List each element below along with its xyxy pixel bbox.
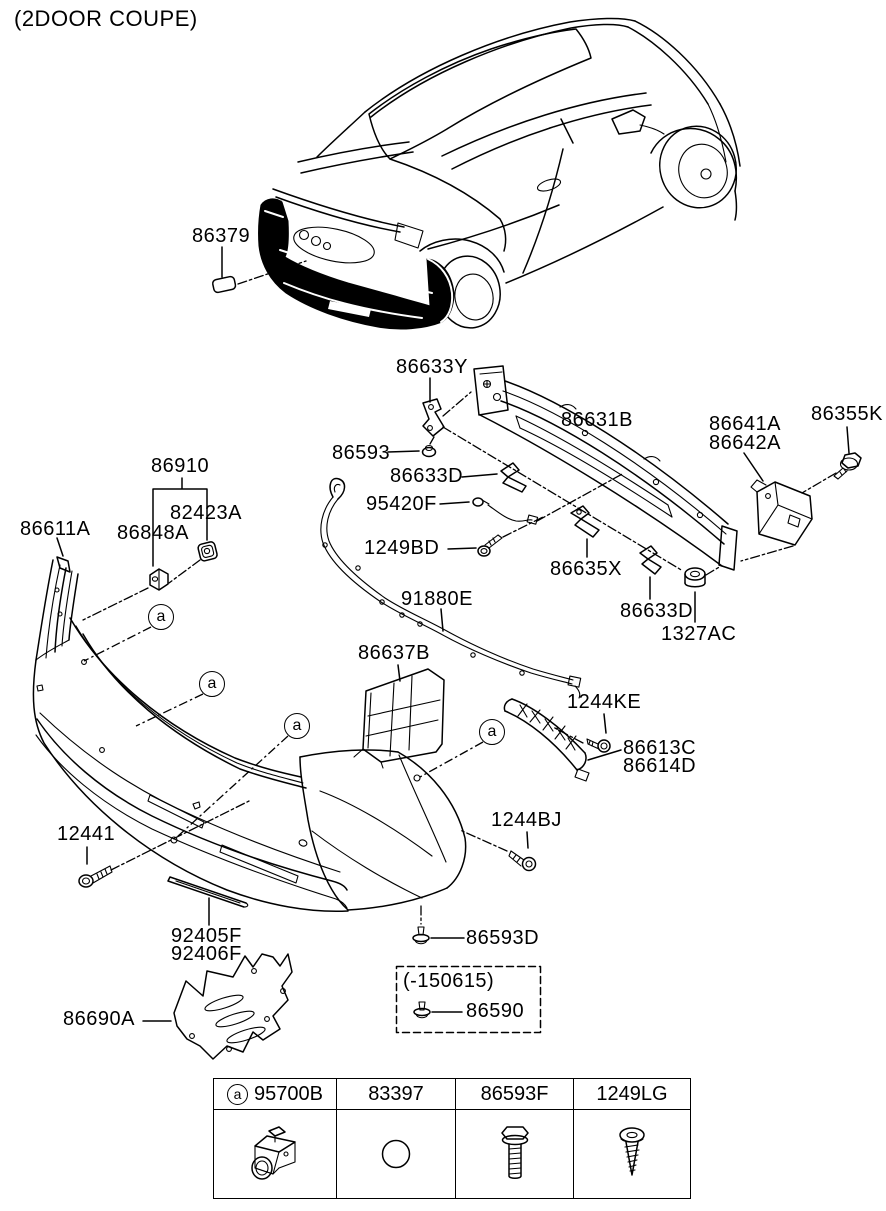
sensor-marker-a-4: a (479, 719, 505, 745)
part-label-91880E[interactable]: 91880E (401, 588, 473, 610)
bolt-12441-art (78, 800, 250, 888)
part-label-86590[interactable]: 86590 (466, 1000, 525, 1022)
legend-header-1249LG[interactable]: 1249LG (573, 1079, 690, 1110)
part-label-86641A[interactable]: 86641A (709, 413, 781, 435)
lamp-92405F-art (167, 876, 249, 926)
hole-plug-icon (381, 1139, 411, 1169)
part-label-86633Y[interactable]: 86633Y (396, 356, 468, 378)
parking-sensor-icon (251, 1126, 296, 1180)
bracket-86637B-art (353, 664, 445, 769)
retainer-86910-cluster-art (82, 477, 218, 621)
page-title: (2DOOR COUPE) (14, 6, 198, 31)
part-label-86633D-upper[interactable]: 86633D (390, 465, 464, 487)
part-label-86633D-lower[interactable]: 86633D (620, 600, 694, 622)
bracket-86635X-art (570, 505, 600, 558)
legend-part-number: 83397 (368, 1082, 424, 1105)
part-86379-art (211, 246, 307, 294)
part-label-92405F[interactable]: 92405F (171, 925, 242, 947)
legend-header-83397[interactable]: 83397 (336, 1079, 455, 1110)
sensor-marker-a-3: a (284, 713, 310, 739)
part-label-86379[interactable]: 86379 (192, 225, 251, 247)
part-label-95420F[interactable]: 95420F (366, 493, 437, 515)
part-label-1327AC[interactable]: 1327AC (661, 623, 737, 645)
part-label-86637B[interactable]: 86637B (358, 642, 430, 664)
flange-bolt-icon (500, 1126, 529, 1179)
part-label-12441[interactable]: 12441 (57, 823, 116, 845)
part-label-1244BJ[interactable]: 1244BJ (491, 809, 562, 831)
part-label-86593[interactable]: 86593 (332, 442, 391, 464)
bracket-86633D-lower-art (639, 545, 662, 600)
grommet-86593-art (387, 444, 437, 458)
legend-marker-a: a (227, 1083, 249, 1105)
bracket-86633D-upper-art (461, 462, 527, 493)
bracket-86633Y-art (422, 377, 684, 572)
legend-cell-1249LG (573, 1110, 690, 1198)
inset-box-art (395, 965, 542, 1034)
car-illustration (258, 17, 741, 330)
part-label-86910[interactable]: 86910 (151, 455, 210, 477)
part-label-86631B[interactable]: 86631B (561, 409, 633, 431)
bumper-rail-art (473, 365, 738, 571)
part-label-86613C[interactable]: 86613C (623, 737, 697, 759)
legend-part-number: 86593F (480, 1082, 549, 1105)
part-label-1249BD[interactable]: 1249BD (364, 537, 440, 559)
inset-applicability-label: (-150615) (403, 970, 495, 992)
under-cover-86690A-art (142, 953, 293, 1060)
part-label-86614D[interactable]: 86614D (623, 755, 697, 777)
screw-1244KE-art (552, 713, 611, 753)
tapping-screw-icon (619, 1127, 645, 1176)
legend-cell-83397 (336, 1110, 455, 1198)
grommet-1327AC-art (684, 565, 722, 623)
legend-cell-95700B (214, 1110, 336, 1198)
legend-header-86593F[interactable]: 86593F (455, 1079, 573, 1110)
bumper-cover-art (32, 537, 467, 913)
screw-1249BD-art (447, 515, 546, 557)
part-label-86642A[interactable]: 86642A (709, 432, 781, 454)
fastener-legend-table: a 95700B 83397 86593F 1249LG (213, 1078, 691, 1199)
clip-86593D-art (412, 905, 465, 945)
bracket-86641A-art (740, 452, 813, 562)
part-label-1244KE[interactable]: 1244KE (567, 691, 642, 713)
part-label-86635X[interactable]: 86635X (550, 558, 622, 580)
marker-leader-lines (83, 626, 484, 838)
part-label-92406F[interactable]: 92406F (171, 943, 242, 965)
legend-cell-86593F (455, 1110, 573, 1198)
bolt-86355K-art (801, 426, 862, 494)
part-label-86690A[interactable]: 86690A (63, 1008, 135, 1030)
part-label-86355K[interactable]: 86355K (811, 403, 883, 425)
sensor-marker-a-1: a (148, 604, 174, 630)
wiring-harness-art (320, 477, 582, 699)
impact-absorber-art (503, 698, 622, 782)
part-label-86848A[interactable]: 86848A (117, 522, 189, 544)
legend-part-number: 95700B (254, 1082, 323, 1105)
part-label-86593D[interactable]: 86593D (466, 927, 540, 949)
legend-header-95700B[interactable]: a 95700B (214, 1079, 336, 1110)
screw-1244BJ-art (459, 829, 537, 872)
part-label-82423A[interactable]: 82423A (170, 502, 242, 524)
part-label-86611A[interactable]: 86611A (20, 518, 91, 540)
legend-part-number: 1249LG (596, 1082, 668, 1105)
sensor-marker-a-2: a (199, 671, 225, 697)
